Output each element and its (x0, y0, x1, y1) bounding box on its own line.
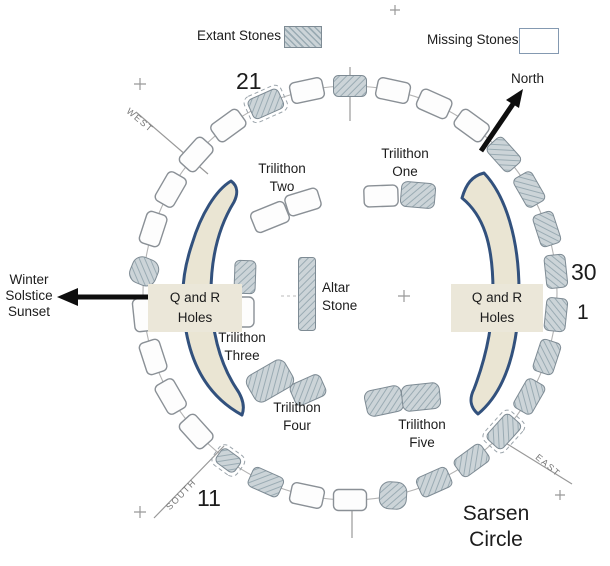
east-axis-line (503, 441, 573, 485)
north-arrow (478, 89, 523, 153)
sarsen-stone-extant (532, 338, 562, 376)
sarsen-stone-missing (453, 108, 490, 143)
q-and-r-holes-crescent-west (181, 179, 245, 417)
legend-missing-swatch (519, 28, 559, 54)
sarsen-circle-label: Sarsen Circle (446, 501, 546, 554)
qr-west-line-1: Q and R (169, 290, 221, 306)
trilithon-one-line-1: Trilithon (381, 146, 429, 161)
stone-number-21: 21 (236, 68, 262, 94)
trilithon-one-label: Trilithon One (368, 145, 442, 180)
altar-stone-label: Altar Stone (322, 279, 357, 315)
sarsen-stone-extant (333, 75, 367, 97)
winter-line-1: Winter (9, 272, 49, 287)
trilithon-stones (233, 181, 442, 417)
sarsen-stone-missing (178, 136, 214, 173)
sarsen-line-1: Sarsen (462, 502, 530, 525)
sarsen-stone-extant (129, 256, 160, 287)
sarsen-stone-missing (288, 77, 326, 104)
sarsen-circle-stones (129, 75, 569, 512)
qr-east-line-2: Holes (479, 310, 515, 325)
qr-west-line-2: Holes (177, 310, 213, 325)
trilithon-five-line-2: Five (409, 434, 435, 450)
fallen-stone-outline (211, 444, 246, 477)
cross-mark (134, 506, 146, 518)
trilithon-four-label: Trilithon Four (260, 399, 334, 434)
sarsen-stone-extant (486, 413, 522, 450)
altar-line-2: Stone (322, 298, 358, 314)
sarsen-stone-extant (513, 378, 546, 415)
winter-line-3: Sunset (7, 303, 51, 319)
sarsen-stone-extant (513, 171, 546, 208)
sarsen-stone-missing (210, 108, 247, 143)
altar-line-1: Altar (322, 280, 350, 295)
sarsen-stone-missing (138, 210, 168, 248)
sarsen-stone-extant (486, 136, 522, 173)
q-and-r-holes-label-east: Q and R Holes (451, 284, 543, 332)
trilithon-one-stone-a (363, 184, 399, 208)
legend-missing-label: Missing Stones (427, 32, 519, 47)
trilithon-one-line-2: One (392, 163, 418, 179)
sarsen-stone-missing (178, 413, 214, 450)
sarsen-stone-extant (453, 443, 490, 478)
stone-number-30: 30 (571, 259, 597, 285)
stone-number-11: 11 (197, 485, 221, 511)
sarsen-stone-missing (332, 488, 368, 512)
trilithon-five-label: Trilithon Five (385, 416, 459, 451)
trilithon-four-stone-a (245, 359, 295, 403)
trilithon-five-stone-b (400, 382, 442, 412)
cross-mark (134, 78, 146, 90)
sarsen-stone-missing (154, 378, 187, 415)
stone-number-1: 1 (577, 301, 589, 324)
winter-solstice-label: Winter Solstice Sunset (1, 272, 57, 320)
sarsen-stone-missing (374, 77, 412, 104)
sarsen-stone-missing (415, 88, 453, 120)
north-label: North (511, 71, 545, 86)
trilithon-one-stone-b (399, 181, 437, 209)
legend-extant-label: Extant Stones (197, 28, 282, 43)
trilithon-two-label: Trilithon Two (245, 160, 319, 195)
fallen-stone-outline (243, 84, 289, 124)
trilithon-five-line-1: Trilithon (398, 417, 446, 432)
sarsen-stone-missing (138, 338, 168, 376)
sarsen-stone-extant (247, 466, 285, 498)
sarsen-stone-missing (288, 482, 326, 509)
trilithon-four-line-1: Trilithon (273, 400, 321, 415)
sarsen-stone-extant (543, 253, 569, 289)
trilithon-four-line-2: Four (283, 417, 311, 433)
trilithon-two-stone-b (284, 187, 322, 217)
legend-extant-swatch (284, 26, 322, 48)
trilithon-four-stone-b (289, 374, 327, 406)
cross-mark (390, 5, 400, 15)
q-and-r-holes-label-west: Q and R Holes (148, 284, 242, 332)
trilithon-three-line-2: Three (224, 347, 260, 363)
survey-cross-marks (134, 5, 565, 518)
trilithon-two-line-1: Trilithon (258, 161, 306, 176)
sarsen-stone-extant (247, 88, 285, 120)
cross-mark (398, 290, 410, 302)
sarsen-stone-extant (532, 210, 562, 248)
trilithon-two-stone-a (249, 200, 291, 234)
sarsen-stone-extant (215, 448, 242, 473)
trilithon-three-label: Trilithon Three (205, 329, 279, 364)
altar-stone (298, 257, 316, 331)
cross-mark (555, 490, 565, 500)
sarsen-stone-extant (378, 481, 408, 510)
trilithon-three-line-1: Trilithon (218, 330, 266, 345)
winter-line-2: Solstice (5, 287, 53, 303)
fallen-stone-outline (482, 409, 526, 454)
sarsen-line-2: Circle (469, 528, 523, 552)
sarsen-stone-extant (543, 297, 569, 333)
trilithon-two-line-2: Two (269, 178, 295, 194)
trilithon-five-stone-a (364, 385, 404, 417)
sarsen-stone-extant (415, 466, 453, 498)
qr-east-line-1: Q and R (471, 290, 523, 306)
sarsen-stone-missing (154, 171, 187, 208)
